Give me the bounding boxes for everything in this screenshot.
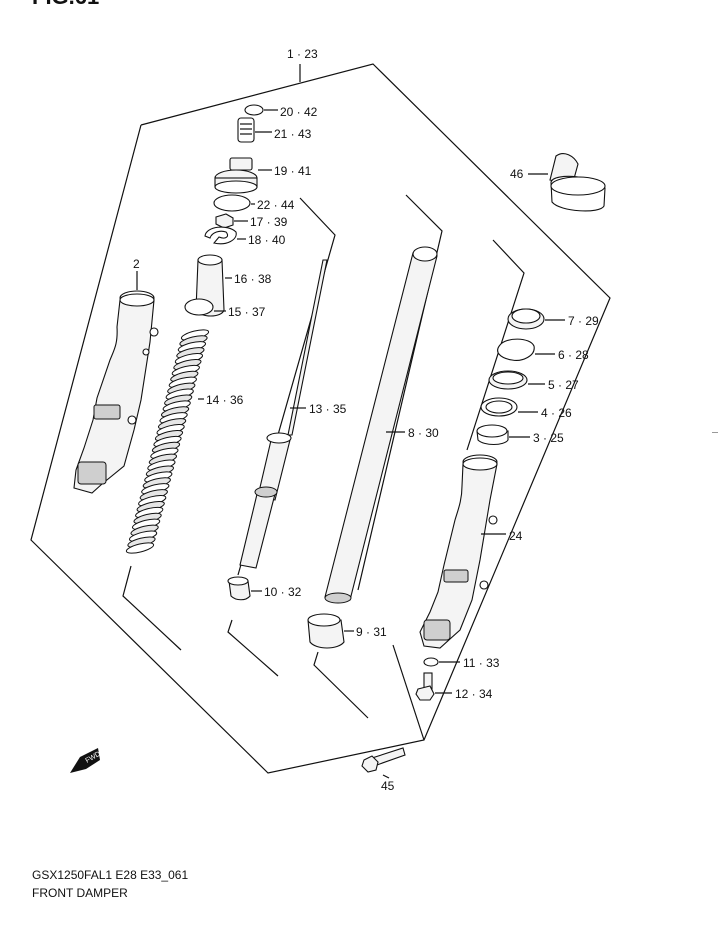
fwd-arrow: FWD: [70, 748, 102, 773]
callout-16-38: 16 · 38: [234, 272, 272, 286]
part-damper-rod-13: [239, 259, 328, 569]
part-spring-14: [125, 329, 210, 554]
group-outline-tube: [357, 194, 443, 591]
part-protector-46: [528, 153, 606, 212]
callout-9-31: 9 · 31: [356, 625, 387, 639]
group-outline-rod-bottom: [227, 619, 279, 677]
figure-number: FIG.61: [32, 0, 99, 9]
callout-2: 2: [133, 257, 140, 271]
group-outline-slider: [466, 239, 525, 451]
part-outer-tube-24: [419, 454, 506, 649]
part-inner-tube-8: [324, 246, 438, 604]
part-oring-20: [244, 104, 264, 116]
part-adjuster-21: [237, 117, 255, 143]
part-nut-17: [215, 213, 234, 229]
part-outer-tube-2: [73, 271, 159, 494]
part-washer-15: [184, 298, 214, 316]
part-oring-22: [213, 194, 251, 212]
callout-7-29: 7 · 29: [568, 314, 599, 328]
callout-15-37: 15 · 37: [228, 305, 266, 319]
group-outline-tube-bottom: [313, 651, 369, 719]
callout-20-42: 20 · 42: [280, 105, 318, 119]
part-clip-18: [204, 226, 237, 245]
callout-24: 24: [509, 529, 523, 543]
callout-21-43: 21 · 43: [274, 127, 312, 141]
callout-11-33: 11 · 33: [463, 656, 500, 670]
callout-22-44: 22 · 44: [257, 198, 295, 212]
callout-10-32: 10 · 32: [264, 585, 302, 599]
callout-5-27: 5 · 27: [548, 378, 579, 392]
callout-45: 45: [381, 779, 395, 793]
callout-14-36: 14 · 36: [206, 393, 244, 407]
part-cap-19: [229, 157, 253, 171]
callout-18-40: 18 · 40: [248, 233, 286, 247]
callout-4-26: 4 · 26: [541, 406, 572, 420]
callout-6-28: 6 · 28: [558, 348, 589, 362]
callout-13-35: 13 · 35: [309, 402, 347, 416]
callout-8-30: 8 · 30: [408, 426, 439, 440]
part-bush-10: [228, 580, 251, 601]
part-washer-11: [423, 657, 439, 667]
part-bush-9: [307, 619, 345, 649]
callout-12-34: 12 · 34: [455, 687, 493, 701]
callout-46: 46: [510, 167, 524, 181]
diagram-code: GSX1250FAL1 E28 E33_061: [32, 868, 189, 882]
callout-3-25: 3 · 25: [533, 431, 564, 445]
callout-17-39: 17 · 39: [250, 215, 288, 229]
edge-mark: [712, 432, 718, 433]
diagram-title: FRONT DAMPER: [32, 886, 128, 900]
part-ring-6: [497, 338, 535, 361]
part-bolt-45: [361, 747, 406, 779]
group-outline-slider-bottom: [392, 644, 425, 741]
callout-1-23: 1 · 23: [287, 47, 318, 61]
group-outline-spring: [122, 565, 182, 651]
callout-19-41: 19 · 41: [274, 164, 312, 178]
spring-coil: [125, 542, 155, 554]
